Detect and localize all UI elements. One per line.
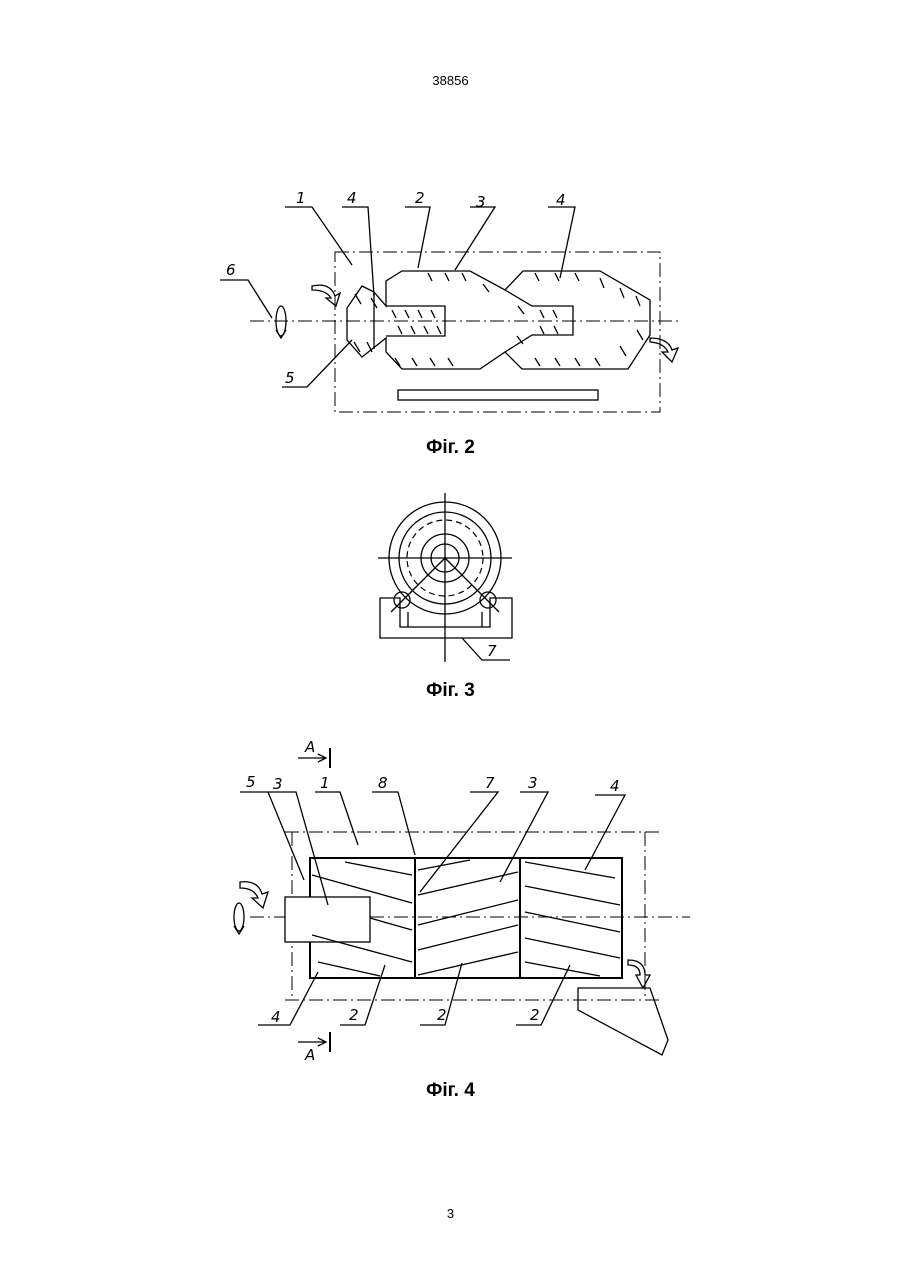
page-number: 3	[0, 1206, 901, 1221]
fig4-label-section-A-top: A	[304, 738, 315, 756]
fig4-label-2-a: 2	[349, 1006, 359, 1024]
fig4-label-section-A-bottom: A	[304, 1046, 315, 1064]
fig4-rotation-arrow	[234, 903, 244, 934]
fig4-inlet-arrow	[240, 882, 268, 908]
fig4-outlet-arrow	[628, 960, 650, 988]
fig4-label-4-left: 4	[271, 1008, 281, 1026]
fig4-outlet-chute	[578, 988, 668, 1055]
fig4-label-2-c: 2	[530, 1006, 540, 1024]
fig4-label-3-right: 3	[528, 774, 538, 792]
figure-4-caption: Фіг. 4	[0, 1080, 901, 1102]
fig4-label-7: 7	[485, 774, 495, 792]
fig4-label-8: 8	[378, 774, 388, 792]
fig4-drum	[285, 858, 622, 978]
figure-4-drawing: A 5 3 1 8 7 3 4 4 2 2 2 A	[0, 0, 901, 1080]
fig4-label-2-b: 2	[437, 1006, 447, 1024]
fig4-label-3-left: 3	[273, 775, 283, 793]
fig4-label-5: 5	[246, 773, 256, 791]
fig4-label-1: 1	[320, 774, 330, 792]
fig4-label-4-right: 4	[610, 777, 620, 795]
